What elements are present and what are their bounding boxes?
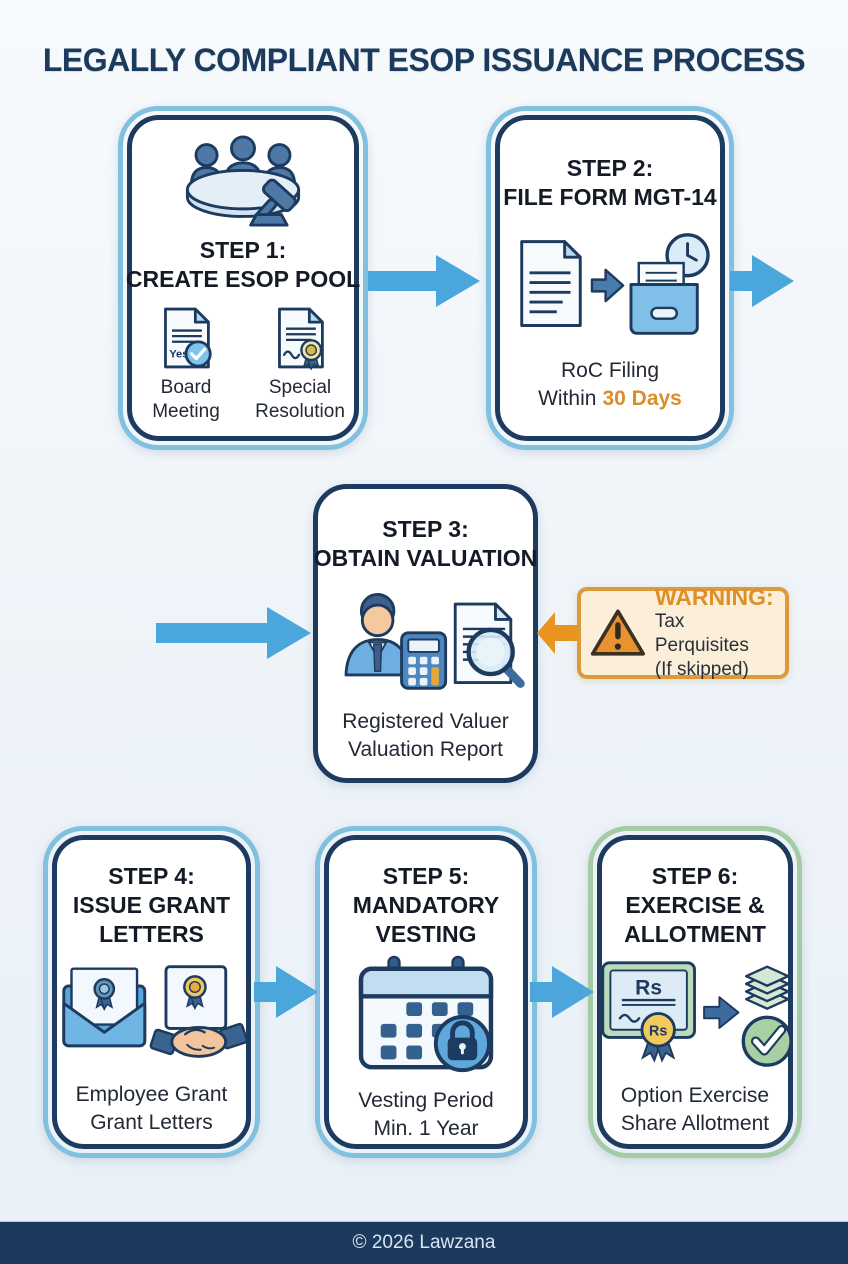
step-2-title-line1: STEP 2:	[566, 155, 654, 181]
step-6-card-inner: STEP 6: EXERCISE & ALLOTMENT Rs Rs	[597, 835, 793, 1149]
step-2-card-inner: STEP 2: FILE FORM MGT-14	[495, 115, 725, 441]
step-6-title-line3: ALLOTMENT	[624, 921, 766, 947]
step-5-title-line2: MANDATORY	[352, 892, 500, 918]
step-5-caption-line2: Min. 1 Year	[373, 1117, 479, 1140]
warning-line1: Tax Perquisites	[654, 611, 749, 656]
warning-triangle-icon	[590, 609, 646, 656]
step-4-title-line1: STEP 4:	[108, 863, 195, 889]
step-4-card: STEP 4: ISSUE GRANT LETTERS	[43, 826, 260, 1158]
step-3-caption-line1: Registered Valuer	[342, 710, 509, 733]
roc-filing-icon	[520, 233, 710, 335]
seal-rs-text: Rs	[649, 1023, 667, 1039]
step-1-title-line2: CREATE ESOP POOL	[125, 266, 361, 292]
exercise-allotment-icon: Rs Rs	[601, 961, 793, 1067]
step-4-caption-line1: Employee Grant	[75, 1083, 228, 1106]
arrow-step1-to-step2-icon	[368, 255, 480, 307]
board-meeting-icon	[185, 135, 301, 227]
step-5-card: STEP 5: MANDATORY VESTING	[315, 826, 537, 1158]
step-5-title-line1: STEP 5:	[382, 863, 470, 889]
step-5-title-line3: VESTING	[375, 921, 477, 947]
step-3-card: STEP 3: OBTAIN VALUATION	[313, 484, 538, 783]
grant-letters-icon	[61, 965, 246, 1058]
doc-yes-text: Yes	[169, 349, 188, 361]
footer-bar: © 2026 Lawzana	[0, 1221, 848, 1264]
warning-title: WARNING:	[654, 584, 774, 610]
step-6-caption-line2: Share Allotment	[620, 1112, 770, 1135]
footer-copyright: © 2026 Lawzana	[352, 1232, 496, 1253]
step-5-card-inner: STEP 5: MANDATORY VESTING	[324, 835, 528, 1149]
step-1-item-special-resolution-label: Special Resolution	[255, 377, 345, 422]
step-3-title-line2: OBTAIN VALUATION	[313, 545, 538, 571]
certificate-rs-text: Rs	[635, 976, 662, 999]
step-2-title-line2: FILE FORM MGT-14	[503, 184, 717, 210]
infographic-title: LEGALLY COMPLIANT ESOP ISSUANCE PROCESS	[42, 42, 806, 78]
step-6-card: STEP 6: EXERCISE & ALLOTMENT Rs Rs	[588, 826, 802, 1158]
arrow-step2-exit-icon	[730, 255, 794, 307]
warning-callout: WARNING: Tax Perquisites (If skipped)	[577, 584, 789, 680]
arrow-into-step3-icon	[156, 607, 311, 659]
sealed-document-icon	[278, 307, 324, 370]
arrow-step5-to-step6-icon	[530, 966, 594, 1018]
step-3-caption-line2: Valuation Report	[348, 738, 503, 761]
step-3-title-line1: STEP 3:	[382, 516, 469, 542]
step-1-card: STEP 1: CREATE ESOP POOL Yes	[118, 106, 368, 450]
step-4-title-line3: LETTERS	[99, 921, 204, 947]
warning-line2: (If skipped)	[654, 659, 749, 680]
approved-document-icon: Yes	[164, 307, 212, 369]
step-4-caption-line2: Grant Letters	[90, 1111, 213, 1134]
step-2-caption-line1: RoC Filing	[560, 359, 659, 382]
step-4-title-line2: ISSUE GRANT	[72, 892, 231, 918]
step-1-card-inner: STEP 1: CREATE ESOP POOL Yes	[125, 115, 361, 441]
valuation-icon	[344, 593, 525, 690]
step-2-deadline-highlight: 30 Days	[602, 387, 682, 410]
step-4-card-inner: STEP 4: ISSUE GRANT LETTERS	[52, 835, 251, 1149]
step-1-title-line1: STEP 1:	[199, 237, 287, 263]
step-6-title-line2: EXERCISE &	[625, 892, 765, 918]
vesting-calendar-icon	[358, 955, 494, 1073]
step-2-card: STEP 2: FILE FORM MGT-14	[486, 106, 734, 450]
step-2-caption-prefix: Within	[538, 387, 597, 410]
arrow-step4-to-step5-icon	[254, 966, 318, 1018]
step-5-caption-line1: Vesting Period	[358, 1089, 494, 1112]
step-6-title-line1: STEP 6:	[651, 863, 739, 889]
step-1-item-board-meeting-label: Board Meeting	[152, 377, 220, 422]
step-6-caption-line1: Option Exercise	[620, 1084, 770, 1107]
arrow-warning-to-step3-icon	[537, 612, 578, 654]
